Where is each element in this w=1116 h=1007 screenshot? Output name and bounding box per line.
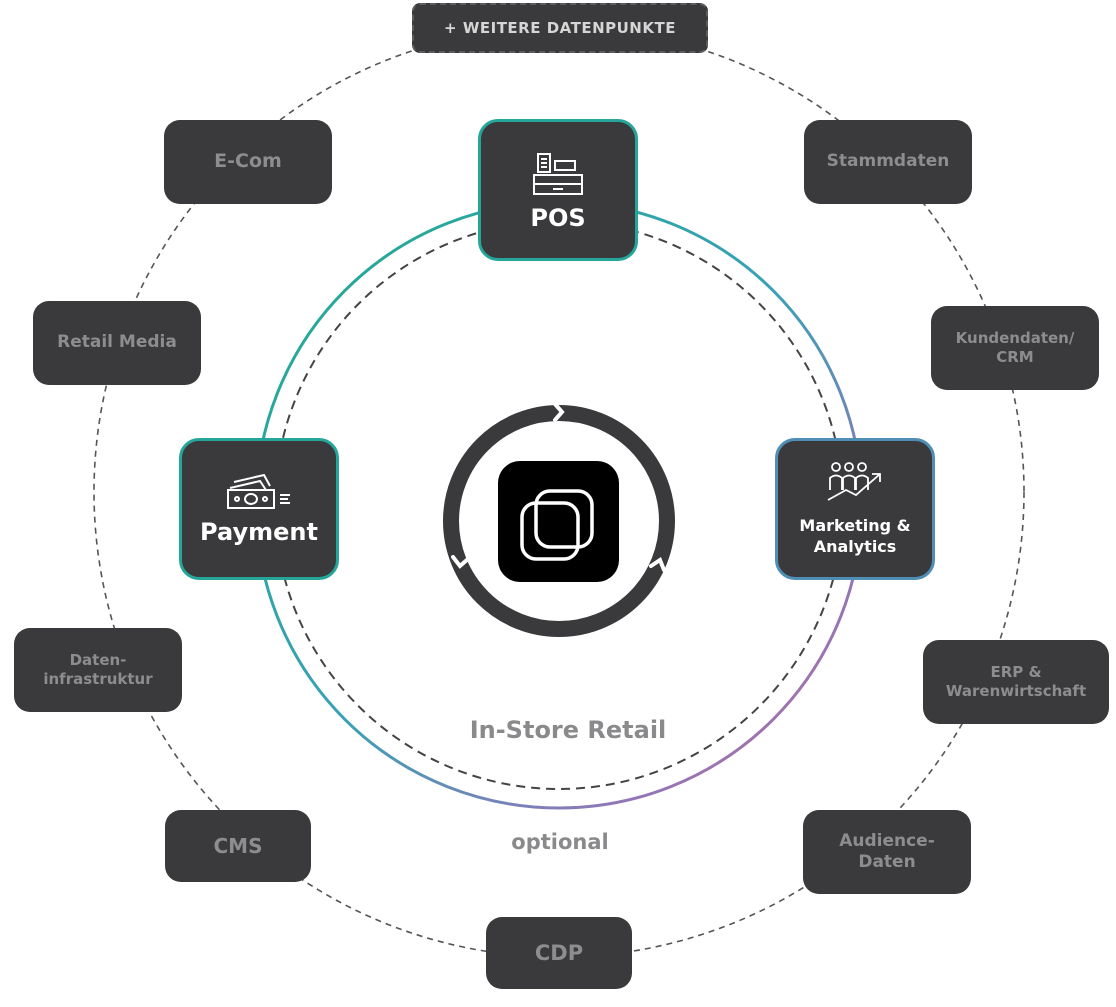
erp-warenwirtschaft-node[interactable]: ERP & Warenwirtschaft <box>923 640 1109 724</box>
pos-label: POS <box>530 204 586 232</box>
pos-node[interactable]: POS <box>478 119 638 261</box>
stammdaten-node[interactable]: Stammdaten <box>804 120 972 204</box>
marketing-analytics-label: Marketing & Analytics <box>799 516 911 556</box>
payment-node[interactable]: Payment <box>179 438 339 580</box>
dateninfrastruktur-node[interactable]: Daten- infrastruktur <box>14 628 182 712</box>
center-logo <box>498 461 619 582</box>
ecom-node[interactable]: E-Com <box>164 120 332 204</box>
audience-daten-node[interactable]: Audience- Daten <box>803 810 971 894</box>
more-datapoints-chip[interactable]: + WEITERE DATENPUNKTE <box>412 3 708 53</box>
overlapping-squares-logo-icon <box>520 489 594 561</box>
kundendaten-crm-node[interactable]: Kundendaten/ CRM <box>931 306 1099 390</box>
in-store-retail-caption: In-Store Retail <box>469 716 667 744</box>
optional-caption: optional <box>511 830 609 854</box>
cycle-arrow-icon <box>451 402 666 572</box>
people-growth-icon <box>827 462 881 501</box>
cash-register-icon <box>533 153 583 195</box>
cms-node[interactable]: CMS <box>165 810 311 882</box>
payment-label: Payment <box>200 518 318 546</box>
money-bill-icon <box>227 473 290 509</box>
cdp-node[interactable]: CDP <box>486 917 632 989</box>
retail-media-node[interactable]: Retail Media <box>33 301 201 385</box>
marketing-analytics-node[interactable]: Marketing & Analytics <box>775 438 935 580</box>
